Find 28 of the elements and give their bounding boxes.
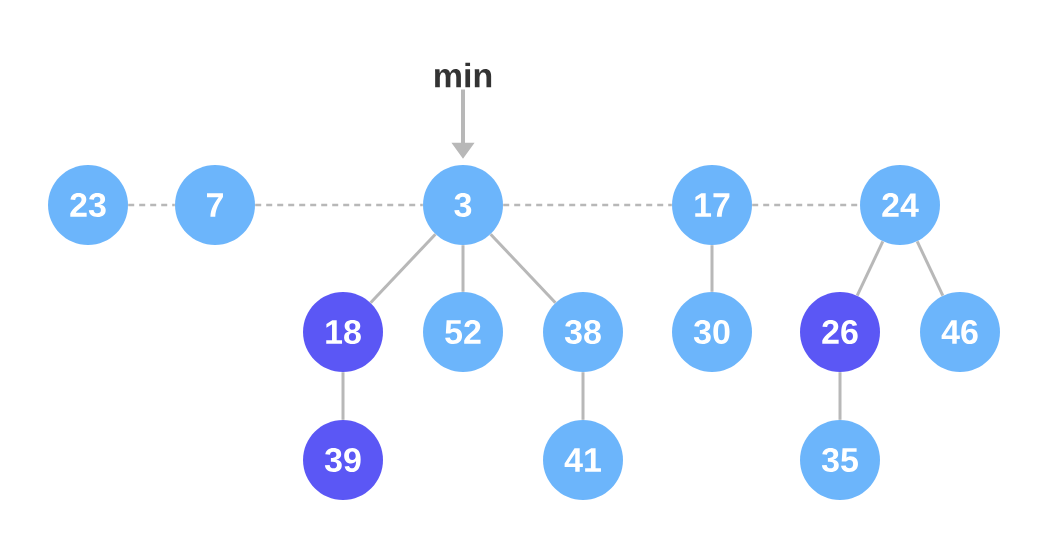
dashed-link [752, 203, 860, 207]
circle-node: 17 [672, 165, 752, 245]
tree-edge [581, 372, 585, 420]
circle-node: 30 [672, 292, 752, 372]
circle-node: 52 [423, 292, 503, 372]
circle-node: 38 [543, 292, 623, 372]
circle-node: 3 [423, 165, 503, 245]
circle-node: 23 [48, 165, 128, 245]
tree-edge [369, 233, 437, 304]
tree-edge [855, 240, 885, 297]
tree-edge [838, 372, 842, 420]
circle-node: 39 [303, 420, 383, 500]
circle-node: 46 [920, 292, 1000, 372]
circle-node: 35 [800, 420, 880, 500]
dashed-link [128, 203, 175, 207]
circle-node: 26 [800, 292, 880, 372]
tree-edge [341, 372, 345, 420]
pointer-label: min [435, 62, 492, 88]
circle-node: 41 [543, 420, 623, 500]
tree-edge [710, 245, 714, 292]
dashed-link [255, 203, 423, 207]
circle-node: 7 [175, 165, 255, 245]
tree-edge [461, 245, 465, 292]
tree-edge [489, 233, 557, 304]
dashed-link [503, 203, 672, 207]
circle-node: 18 [303, 292, 383, 372]
tree-edge [915, 240, 945, 297]
circle-node: 24 [860, 165, 940, 245]
